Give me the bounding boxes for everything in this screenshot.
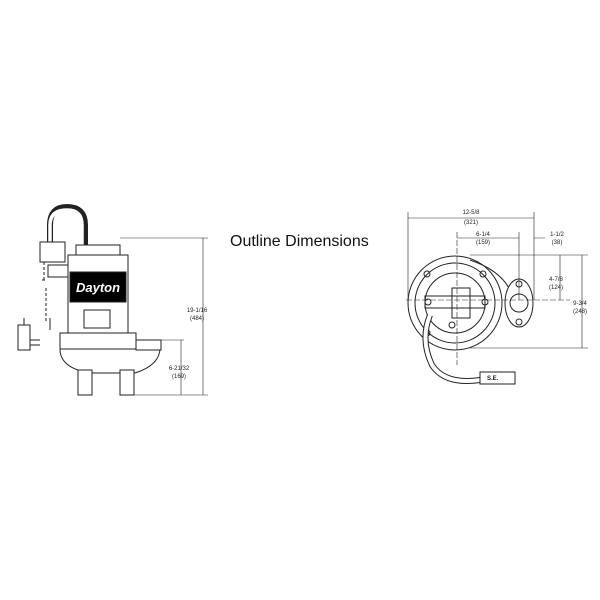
center-discharge-mm-label: (159) bbox=[476, 240, 490, 246]
depth-label: 9-3/4 bbox=[573, 301, 587, 307]
cord-tag bbox=[479, 371, 516, 385]
center-discharge-label: 6-1/4 bbox=[476, 232, 490, 238]
discharge-height-label: 6-21/32 bbox=[169, 366, 190, 372]
height-mm-label: (484) bbox=[190, 316, 204, 322]
height-label: 19-1/16 bbox=[187, 308, 208, 314]
offset-mm-label: (38) bbox=[552, 240, 563, 246]
cord-tag-label: S.E. bbox=[487, 376, 499, 382]
width-mm-label: (321) bbox=[464, 220, 478, 226]
width-label: 12-5/8 bbox=[462, 210, 480, 216]
discharge-edge-label: 4-7/8 bbox=[549, 277, 563, 283]
side-dimension-lines bbox=[120, 237, 208, 396]
diagram-title: Outline Dimensions bbox=[230, 233, 369, 250]
pump-top-view: S.E. bbox=[407, 255, 534, 385]
brand-label: Dayton bbox=[76, 280, 120, 295]
discharge-edge-mm-label: (124) bbox=[549, 285, 563, 291]
discharge-height-mm-label: (169) bbox=[172, 374, 186, 380]
depth-mm-label: (248) bbox=[573, 309, 587, 315]
pump-side-view: Dayton bbox=[17, 203, 162, 396]
top-dimension-lines bbox=[406, 212, 588, 365]
offset-label: 1-1/2 bbox=[550, 232, 564, 238]
dayton-label-plate bbox=[69, 271, 127, 303]
